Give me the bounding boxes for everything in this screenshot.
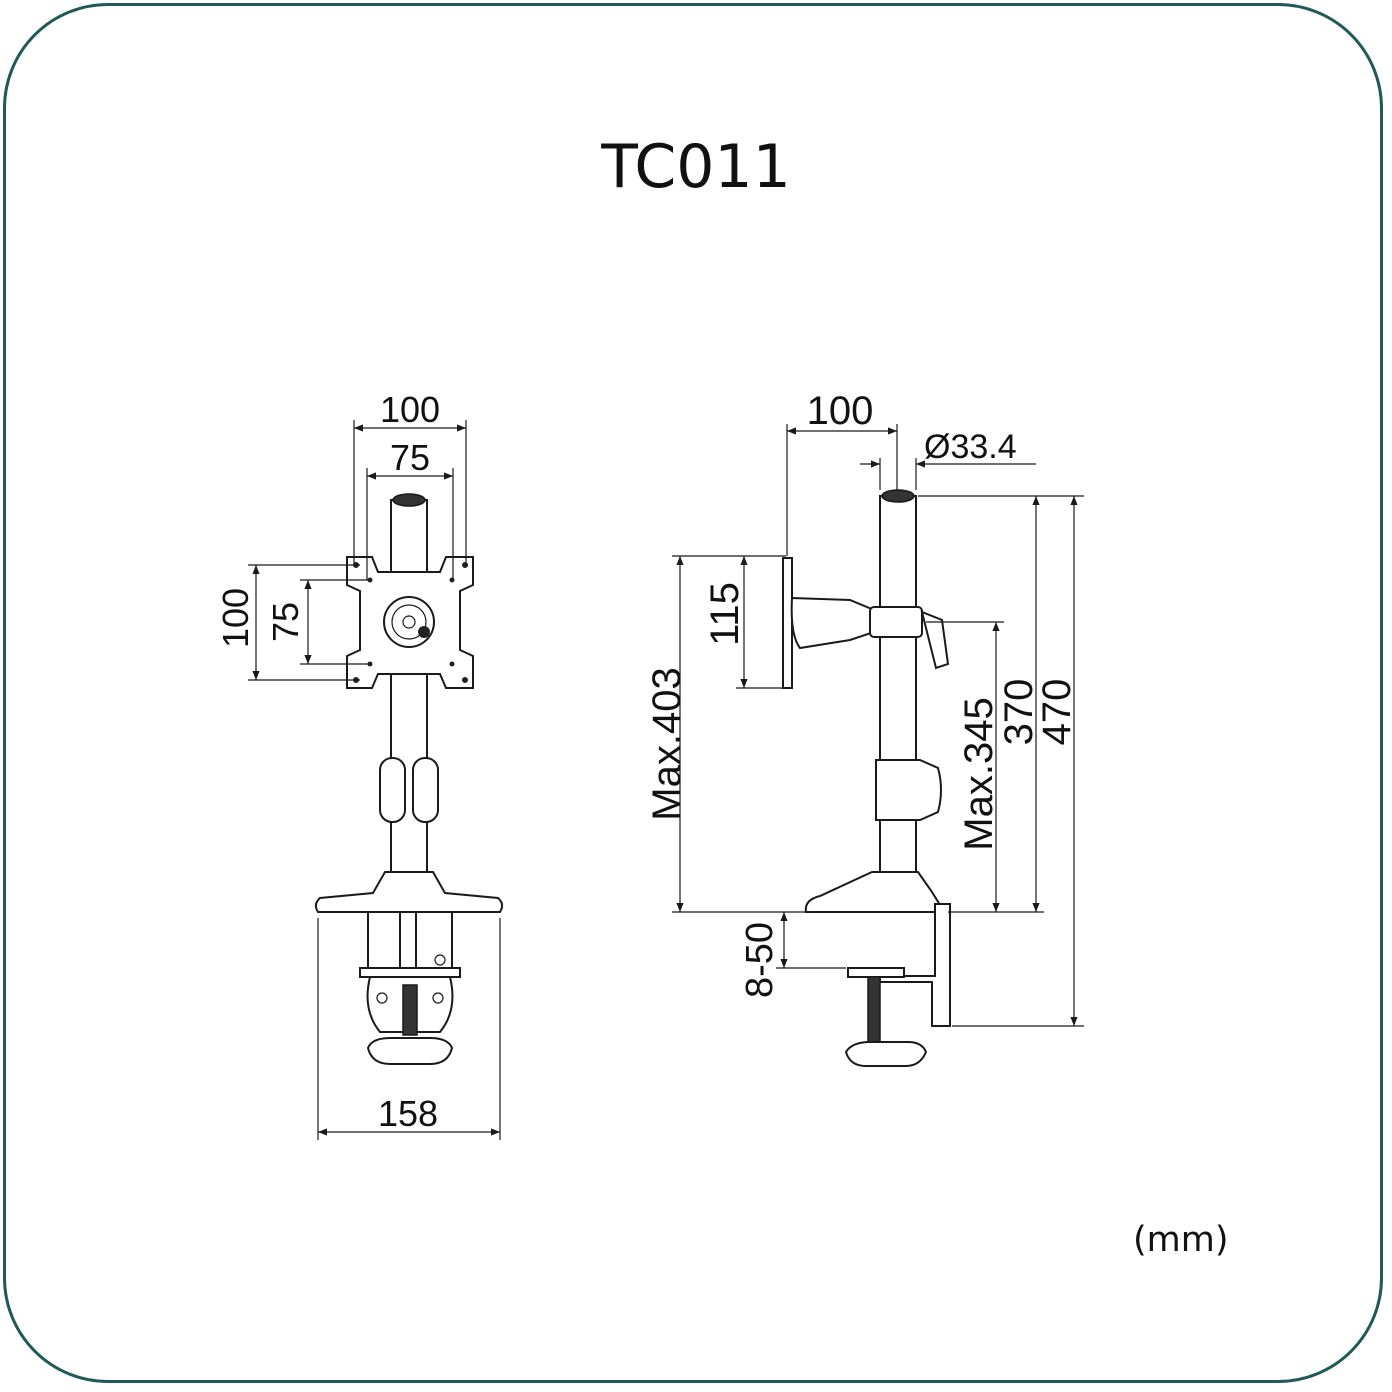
side-arm-depth-label: 100 xyxy=(807,389,874,433)
dimension-lines xyxy=(248,420,1084,1140)
front-base xyxy=(314,871,504,913)
front-height-inner-label: 75 xyxy=(265,602,306,642)
side-clamp-pad xyxy=(847,967,905,978)
front-clamp-foot xyxy=(366,1037,454,1065)
side-diameter-label: Ø33.4 xyxy=(924,428,1017,466)
side-arm-collar xyxy=(869,606,923,638)
side-base xyxy=(804,871,951,913)
diagram-frame xyxy=(3,3,1383,1383)
front-clamp-plate xyxy=(359,967,461,978)
front-width-inner-label: 75 xyxy=(390,437,430,478)
side-arm xyxy=(790,596,875,650)
front-view xyxy=(314,493,504,1065)
front-knob-left xyxy=(379,757,406,823)
side-plate-height-label: 115 xyxy=(703,582,747,646)
side-clamp xyxy=(879,903,951,1027)
side-pole xyxy=(879,495,917,882)
front-pole xyxy=(390,499,428,881)
front-height-outer-label: 100 xyxy=(215,588,256,648)
side-vesa-plate xyxy=(782,557,793,689)
side-view xyxy=(782,489,951,1067)
front-pole-cap xyxy=(392,493,426,507)
side-clamp-foot xyxy=(844,1041,928,1067)
side-knob xyxy=(875,759,942,821)
side-lever xyxy=(920,610,950,670)
side-pole-cap xyxy=(881,489,915,503)
side-clamp-screw xyxy=(867,976,881,1044)
side-total-height-label: 470 xyxy=(1035,679,1079,746)
side-max-top-label: Max.403 xyxy=(645,667,689,820)
side-pole-height-label: 370 xyxy=(997,679,1041,746)
diagram-title: TC011 xyxy=(601,132,791,202)
side-clamp-range-label: 8-50 xyxy=(739,922,781,998)
unit-label: (mm) xyxy=(1133,1220,1229,1260)
front-knob-right xyxy=(412,757,439,823)
side-max-arm-label: Max.345 xyxy=(957,697,1001,850)
front-base-width-label: 158 xyxy=(378,1093,438,1134)
front-width-outer-label: 100 xyxy=(380,389,440,430)
